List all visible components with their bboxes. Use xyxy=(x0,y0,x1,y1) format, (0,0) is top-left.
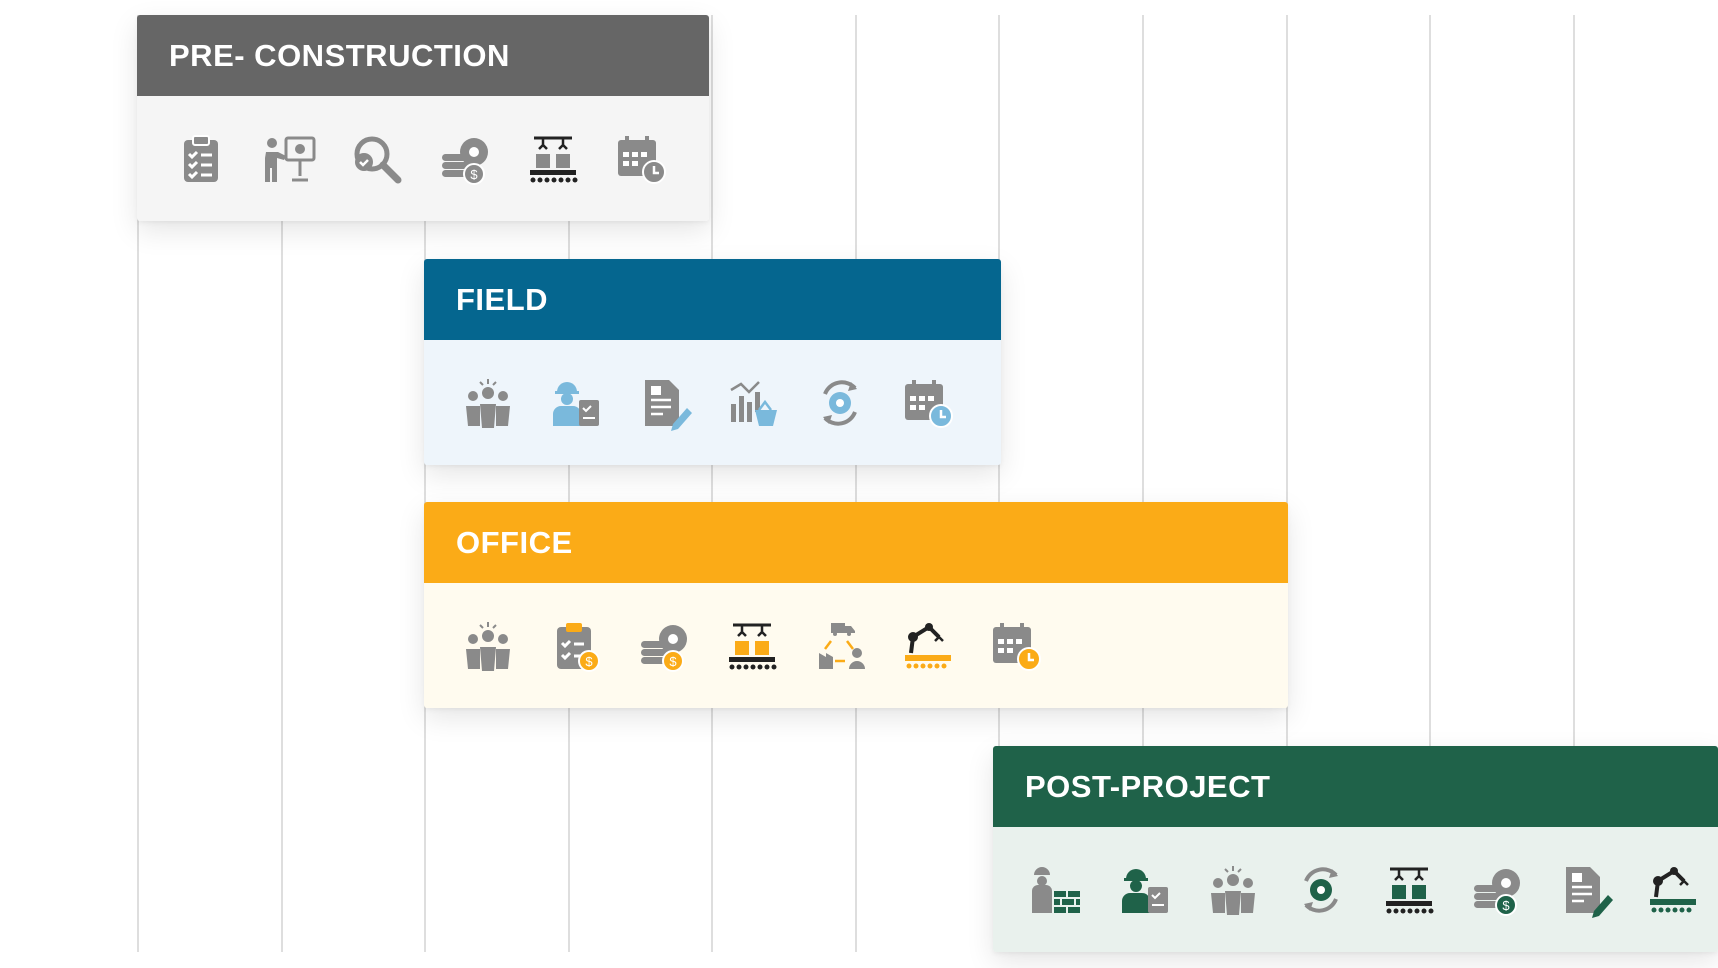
gridline xyxy=(1573,15,1575,952)
document-pen-icon xyxy=(1541,859,1629,921)
gridline xyxy=(711,15,713,952)
phase-header: PRE- CONSTRUCTION xyxy=(137,15,709,96)
calendar-clock-icon xyxy=(972,615,1060,677)
svg-text:$: $ xyxy=(585,654,593,669)
supply-chain-icon xyxy=(796,615,884,677)
phase-icon-row: $ xyxy=(993,827,1718,952)
phase-title: OFFICE xyxy=(456,524,573,560)
gridline xyxy=(281,15,283,952)
gridline xyxy=(424,15,426,952)
phase-header: FIELD xyxy=(424,259,1001,340)
chart-basket-icon xyxy=(708,372,796,434)
team-icon xyxy=(444,615,532,677)
gridline xyxy=(1286,15,1288,952)
clipboard-checklist-icon xyxy=(157,128,245,190)
gridline xyxy=(1429,15,1431,952)
gridline xyxy=(1142,15,1144,952)
team-icon xyxy=(444,372,532,434)
phase-card-field: FIELD xyxy=(424,259,1001,465)
worker-clipboard-icon xyxy=(532,372,620,434)
svg-text:$: $ xyxy=(1502,898,1510,913)
calendar-clock-icon xyxy=(884,372,972,434)
presenter-board-icon xyxy=(245,128,333,190)
clipboard-dollar-icon: $ xyxy=(532,615,620,677)
svg-text:$: $ xyxy=(470,167,478,182)
robot-arm-icon xyxy=(1629,859,1717,921)
phase-title: PRE- CONSTRUCTION xyxy=(169,37,510,73)
phase-icon-row xyxy=(424,340,1001,465)
svg-text:$: $ xyxy=(669,654,677,669)
gridline xyxy=(568,15,570,952)
phase-card-pre-construction: PRE- CONSTRUCTION $ xyxy=(137,15,709,221)
coins-gear-icon: $ xyxy=(1453,859,1541,921)
cycle-gear-icon xyxy=(796,372,884,434)
cycle-gear-icon xyxy=(1277,859,1365,921)
search-check-icon xyxy=(333,128,421,190)
coins-gear-icon: $ xyxy=(421,128,509,190)
conveyor-robot-icon xyxy=(708,615,796,677)
phase-icon-row: $ xyxy=(137,96,709,221)
team-icon xyxy=(1189,859,1277,921)
robot-arm-icon xyxy=(884,615,972,677)
phase-icon-row: $$ xyxy=(424,583,1288,708)
document-pen-icon xyxy=(620,372,708,434)
gridline xyxy=(998,15,1000,952)
worker-clipboard-icon xyxy=(1101,859,1189,921)
conveyor-robot-icon xyxy=(1365,859,1453,921)
phase-card-post-project: POST-PROJECT $ xyxy=(993,746,1718,952)
gridline xyxy=(137,15,139,952)
gridline xyxy=(855,15,857,952)
phase-header: POST-PROJECT xyxy=(993,746,1718,827)
phase-title: POST-PROJECT xyxy=(1025,768,1271,804)
conveyor-robot-icon xyxy=(509,128,597,190)
calendar-clock-icon xyxy=(597,128,685,190)
worker-wall-icon xyxy=(1013,859,1101,921)
coins-gear-icon: $ xyxy=(620,615,708,677)
phase-header: OFFICE xyxy=(424,502,1288,583)
phase-title: FIELD xyxy=(456,281,549,317)
phase-card-office: OFFICE $$ xyxy=(424,502,1288,708)
